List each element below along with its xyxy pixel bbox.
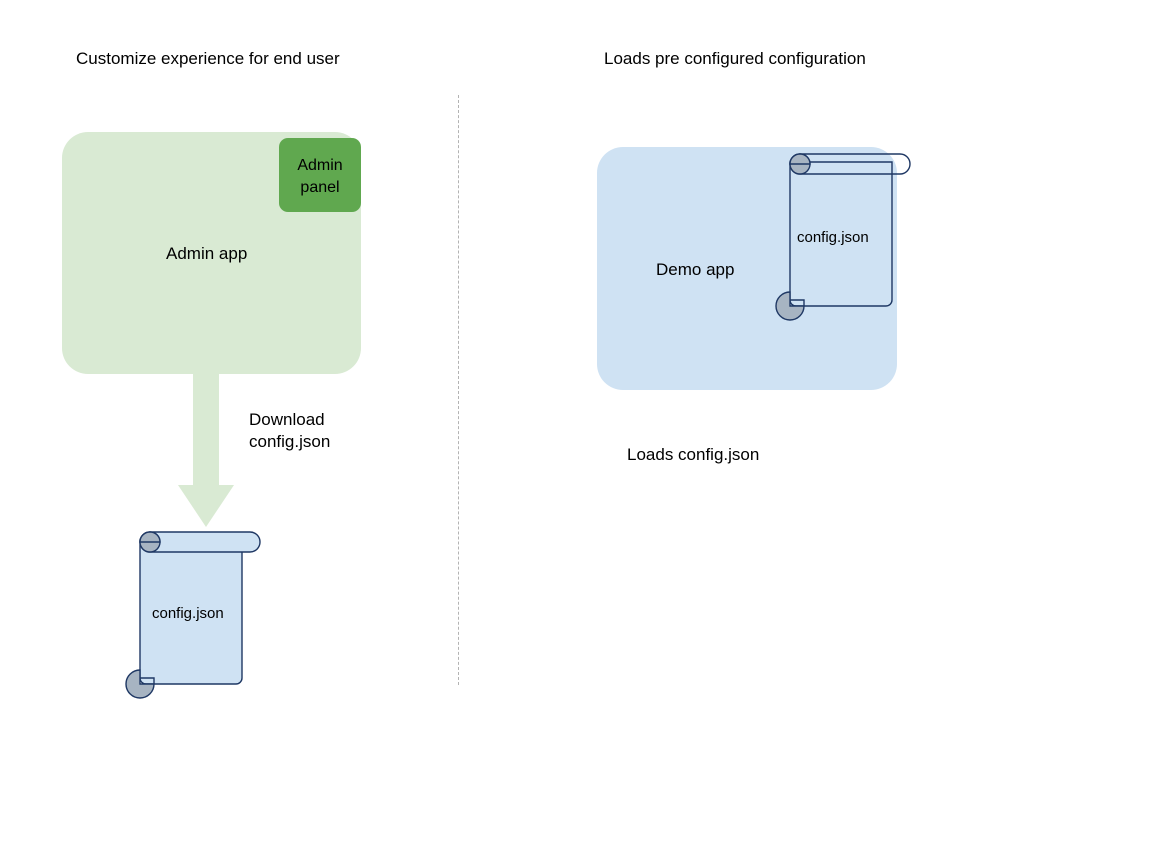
config-json-document-right[interactable] xyxy=(768,150,918,321)
config-json-document-left[interactable] xyxy=(118,528,268,699)
admin-app-label: Admin app xyxy=(166,244,248,263)
loads-config-caption: Loads config.json xyxy=(627,445,760,464)
admin-panel-label-line2: panel xyxy=(300,179,340,196)
admin-panel-box[interactable] xyxy=(279,138,361,212)
download-arrow-icon xyxy=(178,372,234,530)
download-arrow-label: Download config.json xyxy=(249,409,330,453)
section-title-left: Customize experience for end user xyxy=(76,49,340,68)
demo-app-box xyxy=(597,147,897,390)
config-json-label-left: config.json xyxy=(152,605,224,622)
admin-panel-label: Admin panel xyxy=(279,155,361,199)
section-title-right: Loads pre configured configuration xyxy=(604,49,866,68)
download-arrow-label-line2: config.json xyxy=(249,432,331,451)
demo-app-label: Demo app xyxy=(656,260,735,279)
vertical-dashed-divider xyxy=(458,95,459,685)
config-json-label-right: config.json xyxy=(797,229,869,246)
download-arrow-label-line1: Download xyxy=(249,410,325,429)
admin-panel-label-line1: Admin xyxy=(297,157,343,174)
